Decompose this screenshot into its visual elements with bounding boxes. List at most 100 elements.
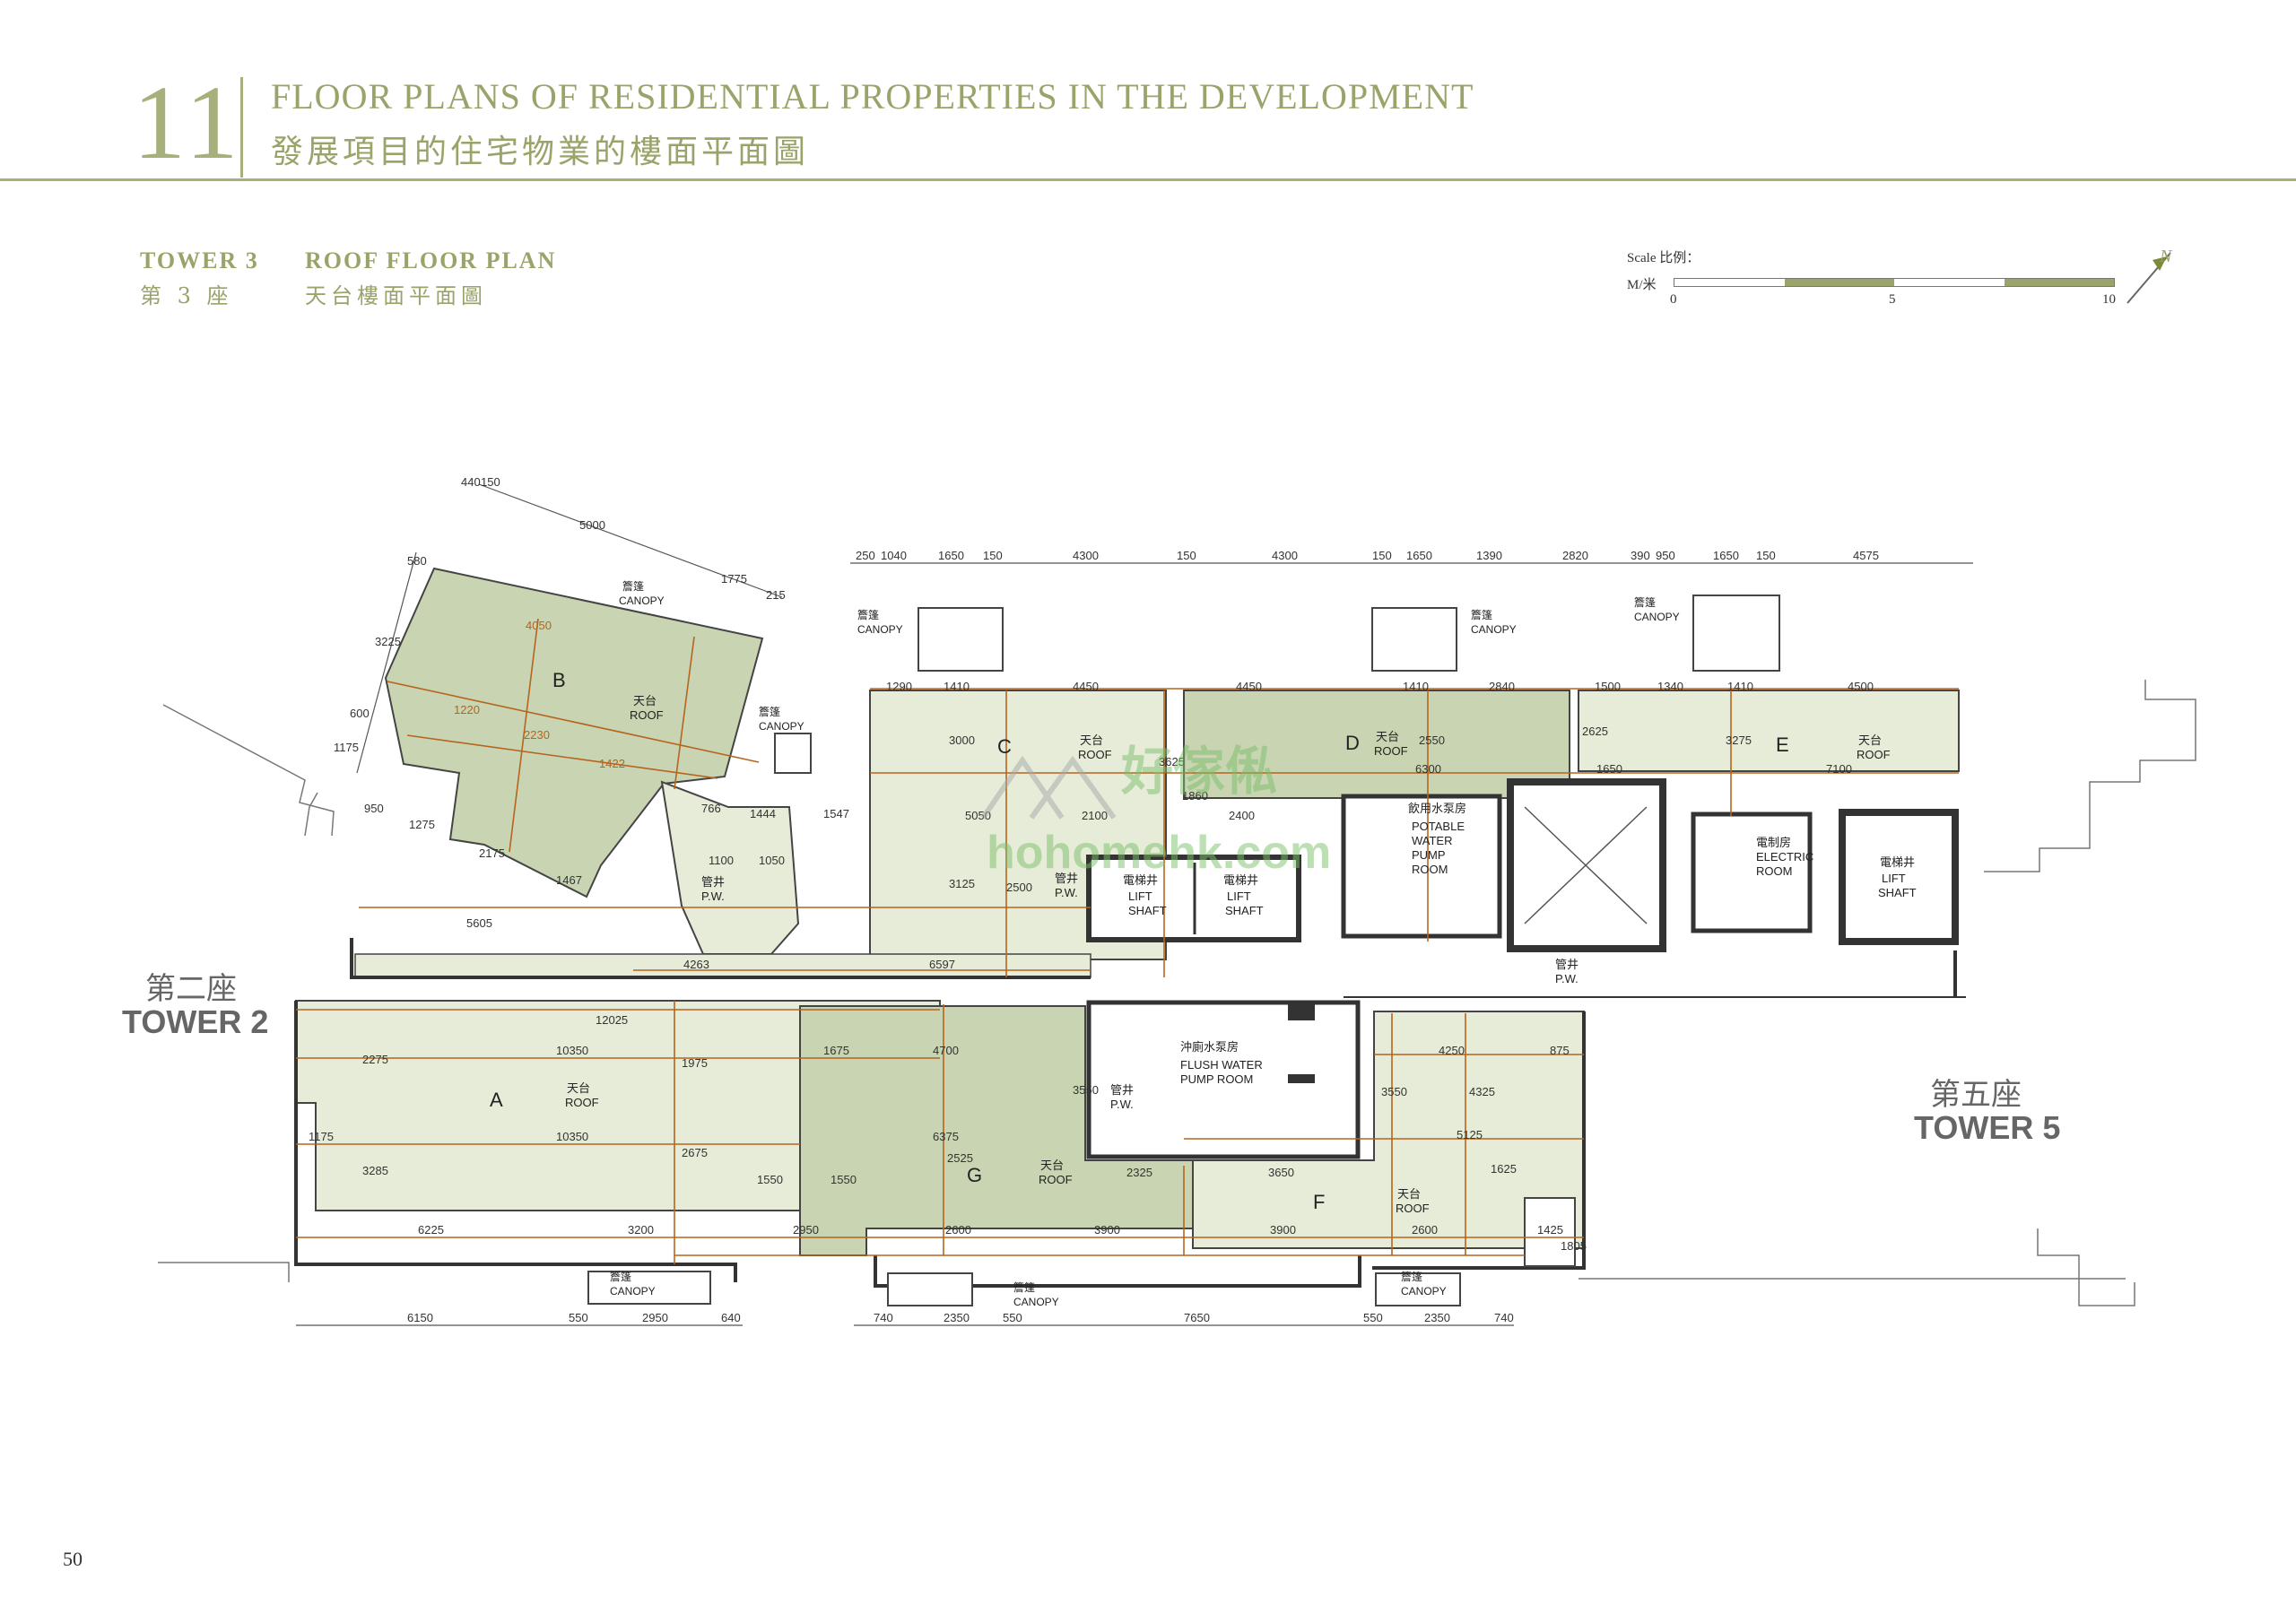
lift-3-en-1: LIFT <box>1882 872 1906 885</box>
dim-bottom-3: 640 <box>721 1311 741 1324</box>
unit-g-letter: G <box>967 1164 982 1186</box>
svg-text:3000: 3000 <box>949 733 975 747</box>
svg-text:4700: 4700 <box>933 1044 959 1057</box>
scale-tick-10: 10 <box>2102 292 2116 307</box>
dimension-lines <box>296 618 1959 1264</box>
svg-text:1275: 1275 <box>409 818 435 831</box>
svg-text:2840: 2840 <box>1489 680 1515 693</box>
dim-top-1: 1040 <box>881 549 907 562</box>
svg-text:10350: 10350 <box>556 1044 588 1057</box>
svg-text:簷篷: 簷篷 <box>622 579 644 593</box>
svg-text:4500: 4500 <box>1848 680 1874 693</box>
dim-top-7: 150 <box>1372 549 1392 562</box>
svg-text:766: 766 <box>701 802 721 815</box>
svg-text:1050: 1050 <box>759 854 785 867</box>
tower2-label-zh: 第二座 <box>145 972 237 1006</box>
c-dimension-labels: 1290 1410 4450 3000 5050 2100 3125 2500 … <box>683 680 1108 971</box>
potable-room-en-1: POTABLE <box>1412 820 1465 833</box>
svg-text:1425: 1425 <box>1537 1223 1563 1237</box>
svg-text:6597: 6597 <box>929 958 955 971</box>
svg-text:3285: 3285 <box>362 1164 388 1177</box>
unit-e-zh: 天台 <box>1858 733 1882 747</box>
lift-3-zh: 電梯井 <box>1880 855 1915 869</box>
flush-room-en-1: FLUSH WATER <box>1180 1058 1263 1072</box>
svg-text:6375: 6375 <box>933 1130 959 1143</box>
dim-top-9: 1390 <box>1476 549 1502 562</box>
plan-title-en: ROOF FLOOR PLAN <box>305 247 557 273</box>
svg-text:簷篷: 簷篷 <box>1401 1270 1422 1283</box>
svg-text:4325: 4325 <box>1469 1085 1495 1098</box>
svg-text:1467: 1467 <box>556 873 582 887</box>
svg-text:簷篷: 簷篷 <box>759 705 780 718</box>
svg-text:1500: 1500 <box>1595 680 1621 693</box>
pw-2-zh: 管井 <box>1055 872 1078 885</box>
svg-text:簷篷: 簷篷 <box>1634 595 1656 609</box>
svg-text:1860: 1860 <box>1182 789 1208 803</box>
unit-a-letter: A <box>490 1089 503 1111</box>
svg-text:簷篷: 簷篷 <box>1471 608 1492 621</box>
svg-text:2325: 2325 <box>1126 1166 1152 1179</box>
lift-3-en-2: SHAFT <box>1878 886 1917 899</box>
svg-text:2100: 2100 <box>1082 809 1108 822</box>
svg-text:3900: 3900 <box>1094 1223 1120 1237</box>
pw-4-zh: 管井 <box>1110 1083 1134 1097</box>
tower-label-en: TOWER 3 <box>140 247 259 273</box>
unit-e-letter: E <box>1776 733 1789 756</box>
svg-text:1625: 1625 <box>1491 1162 1517 1176</box>
dim-top-5: 150 <box>1177 549 1196 562</box>
svg-text:440: 440 <box>461 475 481 489</box>
svg-text:1100: 1100 <box>709 854 734 867</box>
neighbour-tower-labels: 第二座 TOWER 2 第五座 TOWER 5 <box>122 972 2060 1146</box>
svg-text:簷篷: 簷篷 <box>1013 1280 1035 1294</box>
svg-text:4450: 4450 <box>1236 680 1262 693</box>
svg-text:3550: 3550 <box>1381 1085 1407 1098</box>
unit-d-zh: 天台 <box>1376 730 1399 743</box>
svg-text:6225: 6225 <box>418 1223 444 1237</box>
svg-text:2525: 2525 <box>947 1151 973 1165</box>
electric-room-zh: 電制房 <box>1756 836 1791 849</box>
unit-g-zh: 天台 <box>1040 1159 1064 1172</box>
svg-text:5125: 5125 <box>1457 1128 1483 1141</box>
svg-text:3625: 3625 <box>1159 755 1185 768</box>
svg-text:1410: 1410 <box>1727 680 1753 693</box>
dim-top-14: 150 <box>1756 549 1776 562</box>
svg-text:1805: 1805 <box>1561 1239 1587 1253</box>
tower5-label-en: TOWER 5 <box>1914 1109 2060 1146</box>
unit-a-en: ROOF <box>565 1096 599 1109</box>
svg-text:7100: 7100 <box>1826 762 1852 776</box>
svg-text:1175: 1175 <box>334 741 359 754</box>
svg-text:1550: 1550 <box>757 1173 783 1186</box>
svg-text:1410: 1410 <box>944 680 970 693</box>
svg-text:150: 150 <box>481 475 500 489</box>
dim-top-8: 1650 <box>1406 549 1432 562</box>
watermark: 好傢俬 hohomehk.com <box>980 741 1331 879</box>
outer-dimension-runs <box>296 483 1973 1326</box>
watermark-en: hohomehk.com <box>987 827 1331 879</box>
svg-text:1547: 1547 <box>823 807 849 820</box>
dim-top-10: 2820 <box>1562 549 1588 562</box>
lift-2-en-1: LIFT <box>1227 890 1251 903</box>
pw-4-en: P.W. <box>1110 1098 1134 1111</box>
svg-text:1290: 1290 <box>886 680 912 693</box>
svg-text:2550: 2550 <box>1419 733 1445 747</box>
svg-text:1975: 1975 <box>682 1056 708 1070</box>
dim-top-11: 390 <box>1631 549 1650 562</box>
svg-text:4450: 4450 <box>1073 680 1099 693</box>
svg-text:3650: 3650 <box>1268 1166 1294 1179</box>
svg-text:4263: 4263 <box>683 958 709 971</box>
svg-text:4250: 4250 <box>1439 1044 1465 1057</box>
svg-text:2230: 2230 <box>524 728 550 742</box>
unit-a-zh: 天台 <box>567 1081 590 1095</box>
svg-text:1444: 1444 <box>750 807 776 820</box>
svg-text:簷篷: 簷篷 <box>857 608 879 621</box>
tower2-label-en: TOWER 2 <box>122 1003 268 1040</box>
svg-text:CANOPY: CANOPY <box>759 720 804 733</box>
scale-unit: M/米 <box>1627 278 1657 292</box>
unit-b-en: ROOF <box>630 708 664 722</box>
north-arrow-icon: N <box>2126 247 2173 304</box>
dim-top-12: 950 <box>1656 549 1675 562</box>
tower5-outline <box>1578 680 2196 1306</box>
lift-1-en-2: SHAFT <box>1128 904 1167 917</box>
page-title-en: FLOOR PLANS OF RESIDENTIAL PROPERTIES IN… <box>271 76 1474 117</box>
svg-text:1550: 1550 <box>831 1173 857 1186</box>
